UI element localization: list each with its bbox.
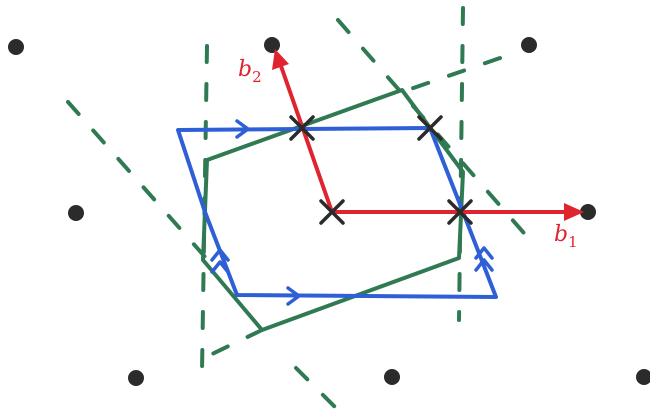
dashed-line [336, 18, 532, 242]
lattice-point [8, 39, 24, 55]
lattice-point [636, 369, 650, 385]
arrow-mark [235, 119, 250, 139]
label-b1: b1 [554, 222, 578, 251]
label-b2-subscript: 2 [252, 68, 262, 86]
dashed-line [208, 328, 264, 357]
blue-arrow-marks [210, 119, 494, 306]
lattice-point [264, 37, 280, 53]
label-b2-name: b [238, 57, 252, 82]
dashed-line [66, 100, 208, 260]
arrow-mark [210, 248, 230, 262]
cross-marks [289, 115, 473, 225]
vector-b2-arrowhead [272, 49, 289, 70]
arrow-mark [474, 246, 494, 260]
dashed-line [457, 6, 465, 322]
lattice-point [384, 369, 400, 385]
cross-mark [289, 115, 315, 141]
label-b1-subscript: 1 [568, 233, 578, 251]
vector-b1-arrowhead [564, 203, 584, 221]
arrow-mark [286, 286, 301, 306]
label-b1-name: b [554, 222, 568, 247]
basis-vectors [272, 49, 584, 221]
arrow-mark [474, 258, 494, 272]
lattice-point [128, 370, 144, 386]
lattice-point [68, 205, 84, 221]
lattice-point [580, 204, 596, 220]
label-b2: b2 [238, 57, 262, 86]
arrow-mark [210, 260, 230, 274]
cross-mark [447, 199, 473, 225]
green-cell [201, 88, 465, 332]
lattice-point [521, 37, 537, 53]
vector-b2-line [279, 64, 334, 214]
cross-mark [319, 199, 345, 225]
dashed-line [294, 366, 342, 414]
lattice-points [8, 37, 650, 386]
dashed-line [400, 56, 502, 94]
cross-mark [417, 115, 443, 141]
